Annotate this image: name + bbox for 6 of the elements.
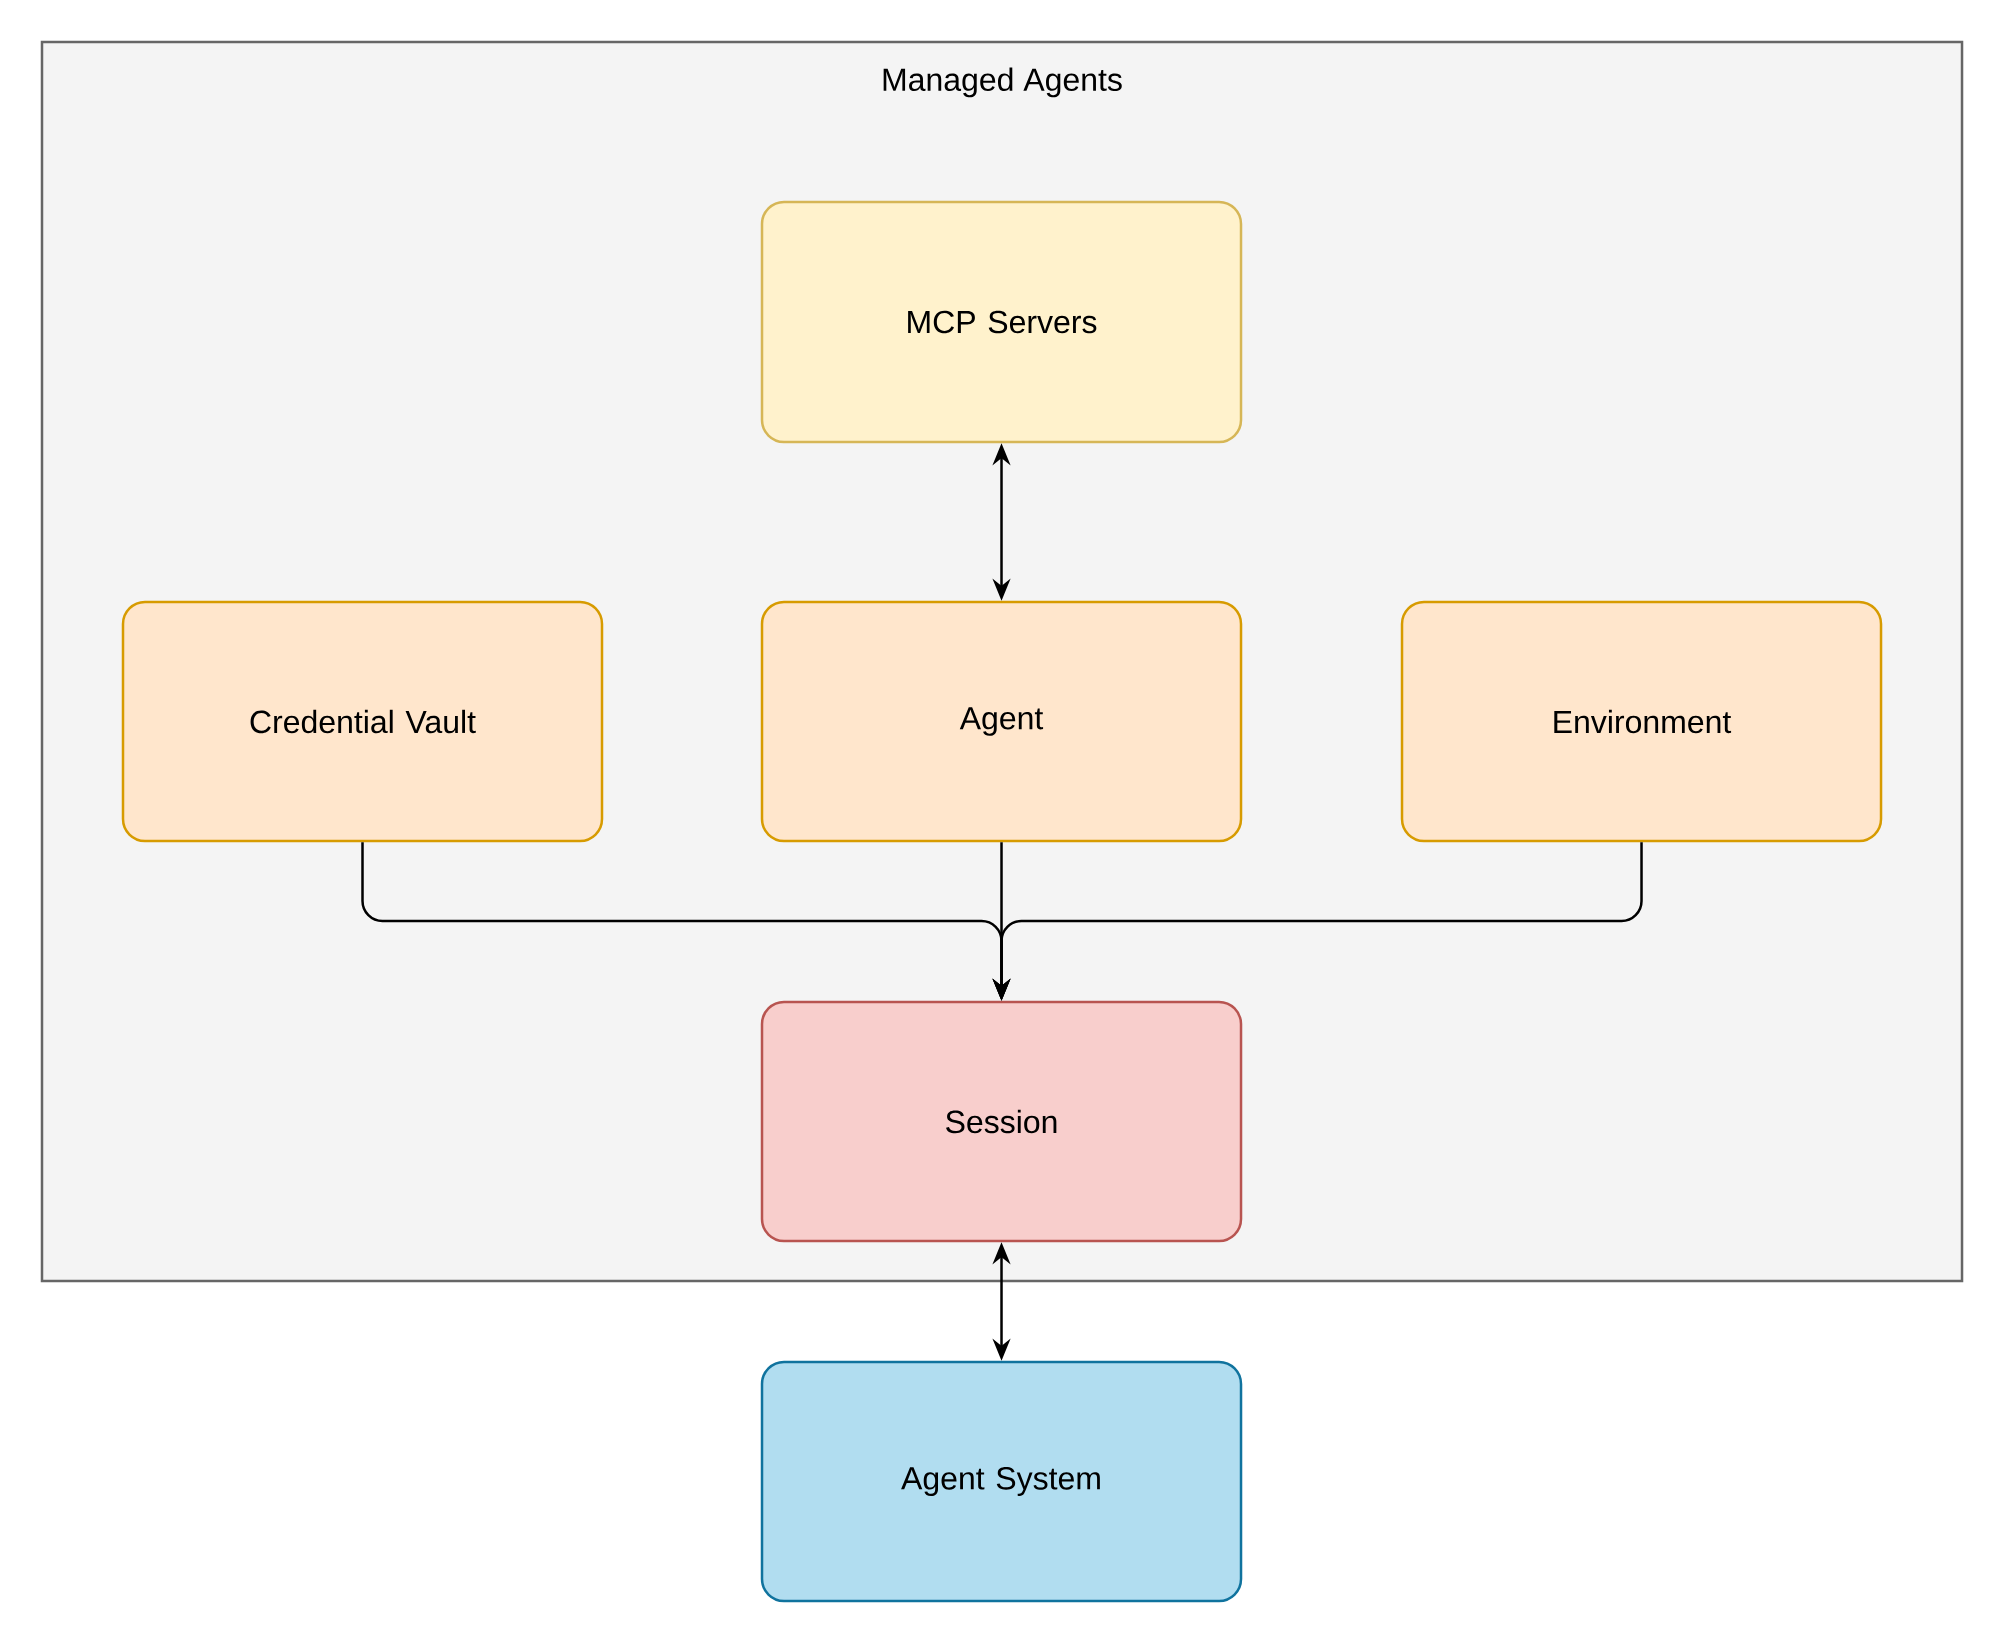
process-box: Environment [1400,600,1883,843]
process-box: Agent [760,600,1243,843]
process-box: Credential Vault [121,600,604,843]
process-box: Agent System [760,1360,1243,1603]
process-box: MCP Servers [760,200,1243,444]
process-box: Session [760,1000,1243,1243]
